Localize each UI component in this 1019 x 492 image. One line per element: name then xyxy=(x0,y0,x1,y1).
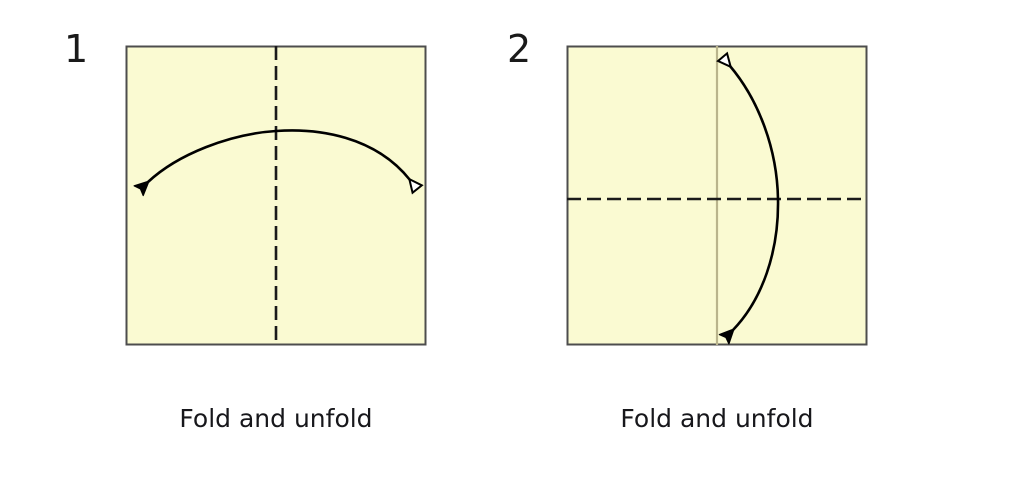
paper-square-2[interactable] xyxy=(566,45,868,346)
step-number-2: 2 xyxy=(507,27,532,71)
paper-square-1[interactable] xyxy=(125,45,427,346)
step-caption-2: Fold and unfold xyxy=(620,404,814,433)
panel-2 xyxy=(566,45,868,346)
step-number-1: 1 xyxy=(64,27,89,71)
step-caption-1: Fold and unfold xyxy=(179,404,373,433)
panel-1 xyxy=(125,45,427,346)
